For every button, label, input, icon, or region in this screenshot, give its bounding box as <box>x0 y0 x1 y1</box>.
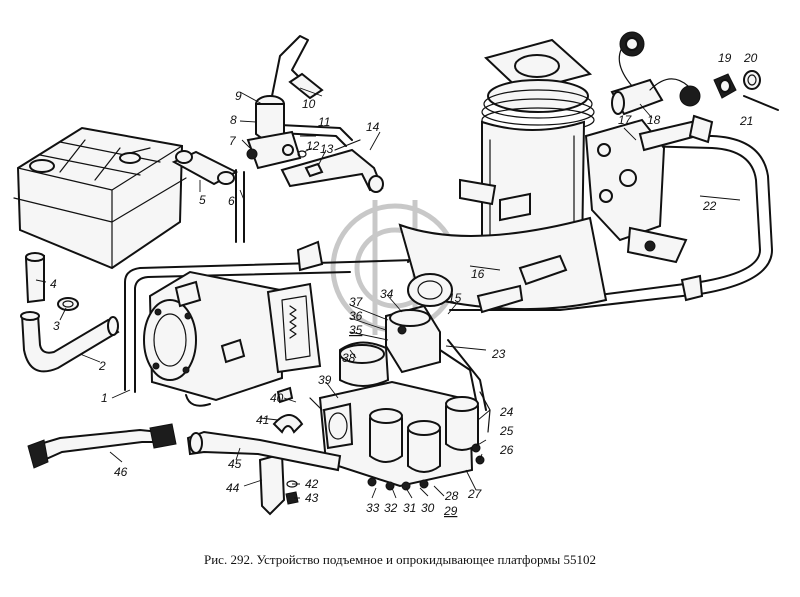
callout-19: 19 <box>718 51 732 65</box>
callout-43: 43 <box>305 491 319 505</box>
callout-21: 21 <box>739 114 753 128</box>
hose-45 <box>186 430 342 472</box>
callout-10: 10 <box>302 97 316 111</box>
callout-13: 13 <box>320 142 334 156</box>
callout-5: 5 <box>199 193 206 207</box>
callout-2: 2 <box>98 359 106 373</box>
callout-8: 8 <box>230 113 237 127</box>
callout-46: 46 <box>114 465 128 479</box>
callout-14: 14 <box>366 120 380 134</box>
figure-caption: Рис. 292. Устройство подъемное и опрокид… <box>204 552 596 567</box>
clamp <box>57 297 79 311</box>
hose-14 <box>280 148 384 193</box>
filter-element <box>24 252 45 304</box>
callout-22: 22 <box>702 199 717 213</box>
callout-7: 7 <box>229 134 237 148</box>
pipe-17 <box>638 114 714 152</box>
pipe-15 <box>476 274 704 314</box>
callout-41: 41 <box>256 413 269 427</box>
callout-36: 36 <box>349 309 363 323</box>
valve-8 <box>246 35 324 170</box>
bracket-41 <box>272 414 304 434</box>
callout-34: 34 <box>380 287 394 301</box>
callout-6: 6 <box>228 194 235 208</box>
callout-25: 25 <box>499 424 514 438</box>
nut-19 <box>713 73 737 99</box>
callout-20: 20 <box>743 51 758 65</box>
pump <box>143 240 324 402</box>
callout-9: 9 <box>235 89 242 103</box>
callout-3: 3 <box>53 319 60 333</box>
nut-43 <box>285 491 299 505</box>
callout-35: 35 <box>349 323 363 337</box>
callout-37: 37 <box>349 295 364 309</box>
callout-17: 17 <box>618 113 633 127</box>
ring-20 <box>743 70 761 90</box>
callout-11: 11 <box>318 115 330 129</box>
callout-15: 15 <box>448 291 462 305</box>
callout-26: 26 <box>499 443 514 457</box>
callout-33: 33 <box>366 501 380 515</box>
callout-23: 23 <box>491 347 506 361</box>
callout-1: 1 <box>101 391 108 405</box>
callout-42: 42 <box>305 477 319 491</box>
callout-45: 45 <box>228 457 242 471</box>
callout-28: 28 <box>444 489 459 503</box>
bracket-44 <box>258 452 286 516</box>
oil-tank <box>13 126 187 270</box>
callout-38: 38 <box>342 351 356 365</box>
quick-coupling <box>610 31 701 116</box>
leader-lines <box>35 87 741 499</box>
callout-39: 39 <box>318 373 332 387</box>
hydraulic-cylinder <box>398 38 688 311</box>
callout-16: 16 <box>471 267 485 281</box>
callout-labels: 1 2 3 4 5 6 7 8 9 10 11 12 13 14 15 16 1… <box>50 51 758 518</box>
hose-46 <box>27 423 177 469</box>
bolt-12-13 <box>297 150 324 178</box>
callout-30: 30 <box>421 501 435 515</box>
callout-32: 32 <box>384 501 398 515</box>
callout-29: 29 <box>443 504 458 518</box>
control-valve-assembly <box>309 304 491 491</box>
pin-21 <box>743 95 779 111</box>
bolt-40 <box>276 386 294 404</box>
callout-4: 4 <box>50 277 57 291</box>
callout-40: 40 <box>270 391 284 405</box>
callout-27: 27 <box>467 487 483 501</box>
suction-hose <box>20 311 120 373</box>
callout-31: 31 <box>403 501 416 515</box>
callout-18: 18 <box>647 113 661 127</box>
callout-12: 12 <box>306 139 320 153</box>
callout-44: 44 <box>226 481 240 495</box>
callout-24: 24 <box>499 405 514 419</box>
